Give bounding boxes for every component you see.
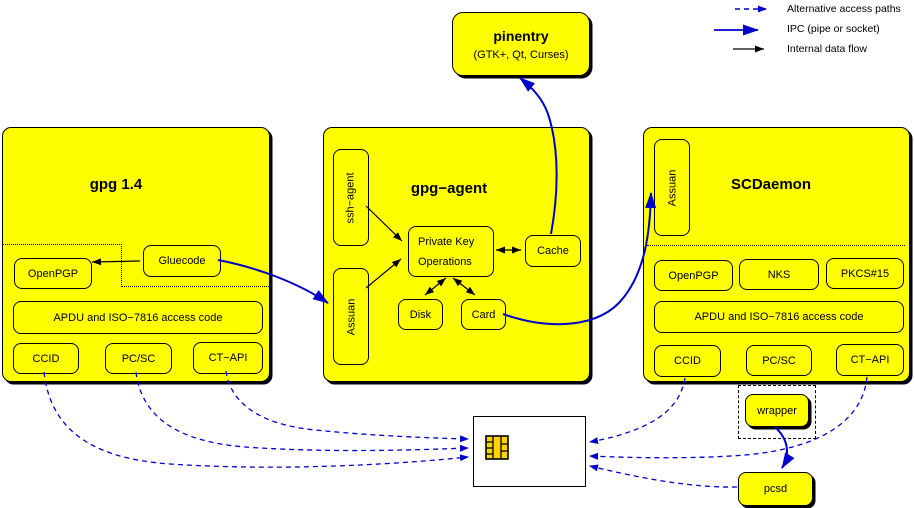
disk-label: Disk: [409, 308, 432, 321]
scdaemon-openpgp-node: OpenPGP: [654, 260, 733, 291]
dashed-scdaemon-ccid-to-card: [589, 377, 686, 444]
pinentry-subtitle: (GTK+, Qt, Curses): [473, 48, 569, 61]
gpg14-dotted-separator-h1: [3, 244, 122, 245]
card-node: Card: [461, 299, 506, 330]
gpg14-ctapi-label: CT−API: [208, 352, 248, 364]
scdaemon-nks-label: NKS: [767, 268, 791, 281]
wrapper-label: wrapper: [757, 404, 797, 417]
gpg14-openpgp-label: OpenPGP: [27, 267, 79, 280]
scdaemon-nks-node: NKS: [739, 259, 819, 290]
scdaemon-ctapi-node: CT−API: [836, 344, 904, 376]
scdaemon-ctapi-label: CT−API: [850, 354, 890, 366]
pinentry-title: pinentry: [493, 27, 549, 44]
smartcard-chip-icon: [485, 435, 509, 460]
legend-label-ipc: IPC (pipe or socket): [787, 23, 880, 35]
pcsd-node: pcsd: [738, 472, 813, 506]
gpg14-apdu-node: APDU and ISO−7816 access code: [13, 301, 263, 334]
gpg-agent-title: gpg−agent: [410, 180, 488, 197]
wrapper-node: wrapper: [745, 394, 809, 427]
dashed-gpg14-ccid-to-card: [43, 371, 469, 468]
gpg-agent-ssh-agent-label: ssh−agent: [345, 171, 358, 224]
legend-label-alternative: Alternative access paths: [787, 3, 901, 15]
scdaemon-apdu-node: APDU and ISO−7816 access code: [654, 301, 904, 333]
dashed-pcsd-to-card: [589, 464, 738, 488]
dashed-scdaemon-ctapi-to-card: [589, 376, 868, 460]
gpg14-gluecode-node: Gluecode: [143, 245, 221, 277]
dashed-gpg14-pcsc-to-card: [135, 371, 469, 452]
gpg-agent-ssh-agent-node: ssh−agent: [333, 149, 369, 246]
scdaemon-assuan-label: Assuan: [666, 169, 679, 206]
scdaemon-ccid-label: CCID: [674, 355, 701, 367]
legend-label-internal: Internal data flow: [787, 43, 867, 55]
pcsd-label: pcsd: [763, 483, 788, 495]
smartcard: [473, 416, 586, 487]
gpg14-pcsc-label: PC/SC: [121, 352, 156, 365]
gpg14-dotted-separator-h2: [121, 286, 269, 287]
scdaemon-openpgp-label: OpenPGP: [668, 269, 719, 282]
pko-label-line1: Private Key: [418, 235, 475, 248]
gpg14-box: gpg 1.4 OpenPGP Gluecode APDU and ISO−78…: [2, 127, 270, 382]
gpg14-openpgp-node: OpenPGP: [14, 258, 92, 289]
gpg14-ccid-label: CCID: [32, 352, 60, 365]
pko-label-line2: Operations: [418, 255, 472, 268]
gpg14-title: gpg 1.4: [89, 176, 143, 193]
gpg14-apdu-label: APDU and ISO−7816 access code: [53, 311, 223, 324]
gpg-agent-assuan-node: Assuan: [333, 268, 369, 365]
scdaemon-dotted-separator: [647, 245, 905, 246]
pinentry-box: pinentry (GTK+, Qt, Curses): [452, 12, 590, 76]
scdaemon-pkcs15-node: PKCS#15: [826, 258, 904, 289]
scdaemon-box: SCDaemon Assuan OpenPGP NKS PKCS#15 APDU…: [643, 127, 910, 382]
gpg14-pcsc-node: PC/SC: [105, 343, 172, 374]
gpg-agent-assuan-label: Assuan: [345, 298, 358, 335]
scdaemon-title: SCDaemon: [730, 176, 812, 193]
card-label: Card: [471, 308, 496, 321]
gpg14-gluecode-label: Gluecode: [158, 255, 206, 267]
gpg14-dotted-separator-v: [121, 244, 122, 287]
scdaemon-assuan-node: Assuan: [654, 139, 690, 236]
private-key-operations-node: Private Key Operations: [408, 226, 494, 277]
scdaemon-apdu-label: APDU and ISO−7816 access code: [694, 311, 864, 323]
scdaemon-pcsc-node: PC/SC: [746, 345, 812, 376]
cache-label: Cache: [537, 245, 569, 257]
scdaemon-pcsc-label: PC/SC: [762, 354, 796, 367]
gpg14-ccid-node: CCID: [13, 343, 79, 374]
scdaemon-ccid-node: CCID: [654, 345, 721, 377]
gpg-agent-box: gpg−agent ssh−agent Assuan Private Key O…: [323, 127, 590, 382]
cache-node: Cache: [525, 235, 581, 267]
disk-node: Disk: [398, 299, 443, 330]
scdaemon-pkcs15-label: PKCS#15: [840, 267, 890, 280]
gpg14-ctapi-node: CT−API: [193, 342, 263, 374]
